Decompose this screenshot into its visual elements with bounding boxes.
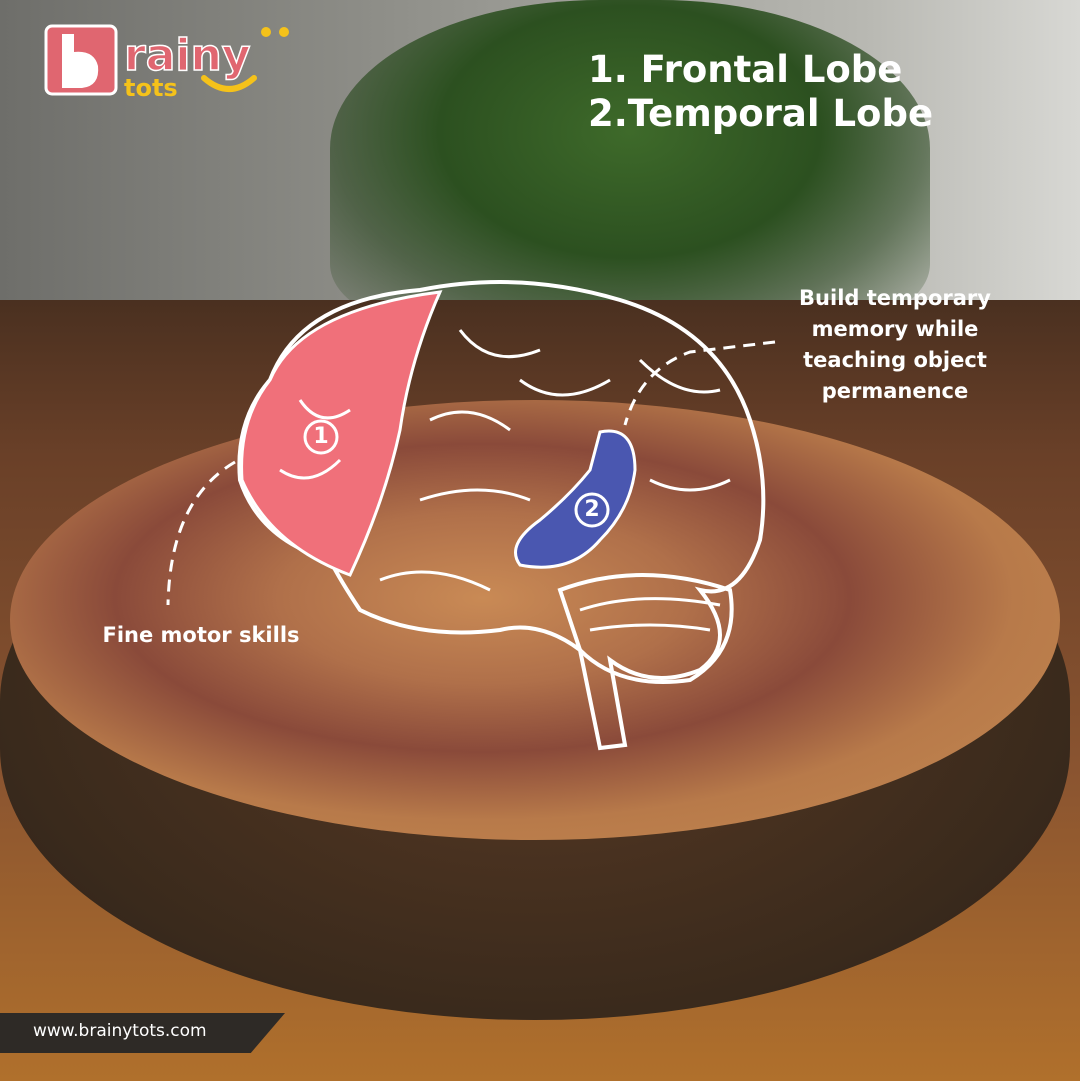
temporal-lobe-label: Build temporary memory while teaching ob…: [770, 283, 1020, 407]
label-line: memory while: [811, 317, 979, 341]
title-line-frontal: 1. Frontal Lobe: [588, 48, 903, 91]
label-line: Build temporary: [799, 286, 991, 310]
leader-line-temporal: [623, 340, 776, 426]
label-line: teaching object: [803, 348, 987, 372]
frontal-lobe-region: [240, 290, 443, 577]
label-line: permanence: [821, 379, 969, 403]
footer-bar: www.brainytots.com: [0, 1013, 285, 1053]
marker-temporal-number: 2: [584, 497, 600, 522]
brand-logo: rainy tots: [44, 24, 289, 98]
brain-gyri: [279, 329, 731, 632]
marker-temporal: [574, 492, 610, 528]
title-line-temporal: 2.Temporal Lobe: [588, 92, 934, 135]
marker-frontal-number: 1: [313, 424, 329, 449]
cerebellum: [557, 573, 734, 684]
background-plant: [330, 0, 930, 330]
temporal-lobe-region: [514, 429, 637, 569]
wood-slab-top: [10, 400, 1060, 840]
marker-frontal: [303, 419, 339, 455]
page-title: 1. Frontal Lobe 2.Temporal Lobe: [588, 48, 933, 136]
svg-text:rainy: rainy: [124, 30, 250, 81]
leader-line-frontal: [166, 460, 236, 606]
frontal-lobe-label: Fine motor skills: [102, 623, 300, 647]
svg-text:tots: tots: [124, 74, 178, 98]
website-link[interactable]: www.brainytots.com: [33, 1021, 207, 1041]
